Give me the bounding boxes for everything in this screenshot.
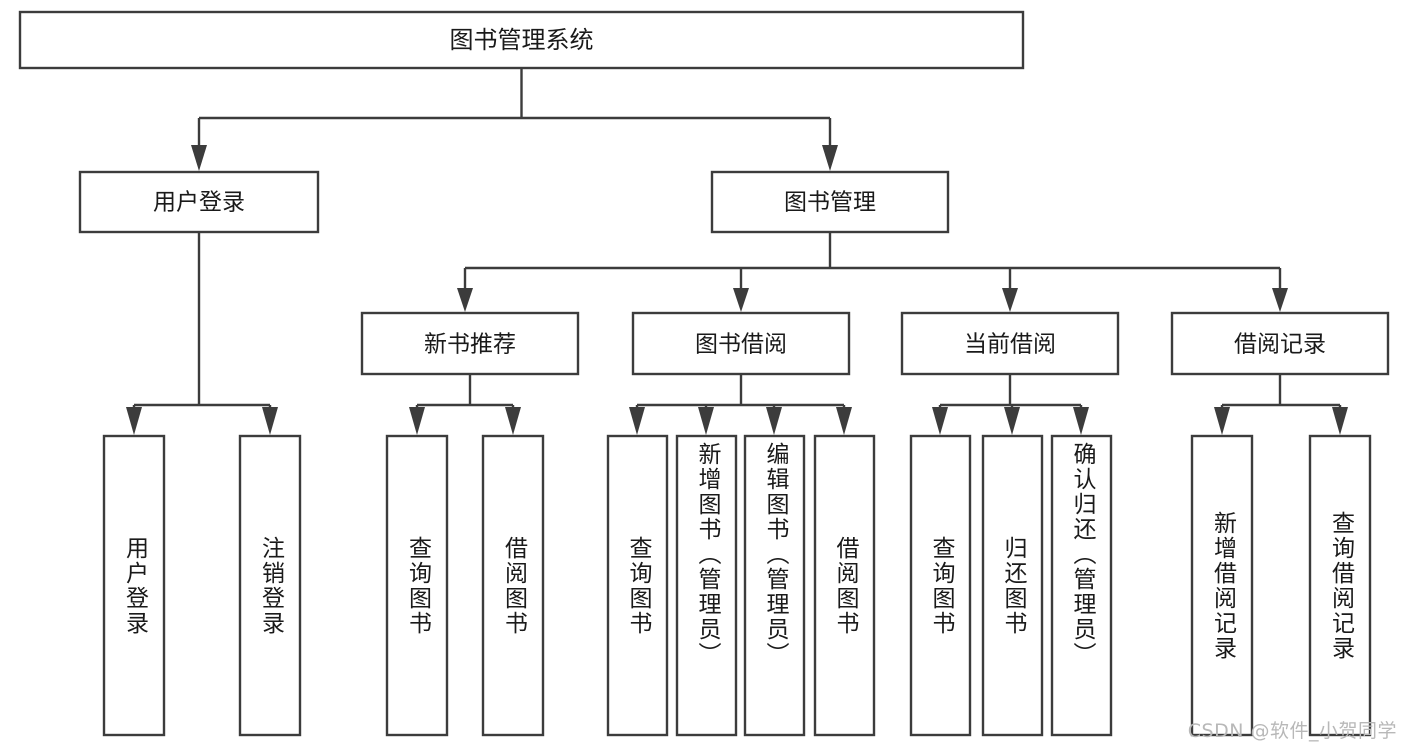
arrow-to-leaf-return-book: [1004, 407, 1020, 435]
arrow-to-book-management: [822, 145, 838, 171]
arrow-to-leaf-add-borrow-record: [1214, 407, 1230, 435]
arrow-to-user-login: [191, 145, 207, 171]
node-leaf-query-book-current[interactable]: [909, 434, 972, 737]
arrow-to-leaf-query-book-current: [932, 407, 948, 435]
node-leaf-query-book-borrow[interactable]: [606, 434, 669, 737]
arrow-to-leaf-user-login: [126, 407, 142, 435]
node-leaf-add-book[interactable]: [675, 434, 738, 737]
arrow-to-leaf-borrow-book-recommend: [505, 407, 521, 435]
node-book-management[interactable]: 图书管理: [710, 170, 950, 234]
node-leaf-query-book-recommend[interactable]: [385, 434, 449, 737]
node-root-label: 图书管理系统: [450, 26, 594, 54]
arrow-to-leaf-query-book-recommend: [409, 407, 425, 435]
node-leaf-borrow-book-recommend[interactable]: [481, 434, 545, 737]
csdn-watermark: CSDN @软件_小贺同学: [1187, 720, 1397, 742]
connector-root-to-level2: [191, 68, 838, 171]
connector-newbook-to-leaves: [409, 374, 521, 435]
node-leaf-confirm-return[interactable]: [1050, 434, 1113, 737]
node-new-book-recommend-label: 新书推荐: [424, 332, 516, 358]
arrow-to-leaf-add-book: [698, 407, 714, 435]
node-book-borrow[interactable]: 图书借阅: [631, 311, 851, 376]
arrow-to-leaf-logout: [262, 407, 278, 435]
arrow-to-leaf-confirm-return: [1073, 407, 1089, 435]
node-current-borrow-label: 当前借阅: [964, 332, 1056, 358]
arrow-to-leaf-edit-book: [766, 407, 782, 435]
node-leaf-return-book[interactable]: [981, 434, 1044, 737]
connector-bookborrow-to-leaves: [629, 374, 852, 435]
node-leaf-borrow-book[interactable]: [813, 434, 876, 737]
node-borrow-record-label: 借阅记录: [1234, 332, 1326, 358]
node-new-book-recommend[interactable]: 新书推荐: [360, 311, 580, 376]
node-book-management-label: 图书管理: [784, 190, 876, 216]
arrow-to-current-borrow: [1002, 288, 1018, 312]
connector-borrowrecord-to-leaves: [1214, 374, 1348, 435]
arrow-to-leaf-query-borrow-record: [1332, 407, 1348, 435]
node-user-login-label: 用户登录: [153, 190, 245, 216]
connector-currentborrow-to-leaves: [932, 374, 1089, 435]
node-leaf-add-borrow-record[interactable]: [1190, 434, 1254, 737]
node-leaf-query-borrow-record[interactable]: [1308, 434, 1372, 737]
node-leaf-logout[interactable]: [238, 434, 302, 737]
arrow-to-leaf-borrow-book: [836, 407, 852, 435]
node-current-borrow[interactable]: 当前借阅: [900, 311, 1120, 376]
node-leaf-user-login[interactable]: [102, 434, 166, 737]
node-borrow-record[interactable]: 借阅记录: [1170, 311, 1390, 376]
arrow-to-book-borrow: [733, 288, 749, 312]
node-leaf-edit-book[interactable]: [743, 434, 806, 737]
node-book-borrow-label: 图书借阅: [695, 332, 787, 358]
arrow-to-borrow-record: [1272, 288, 1288, 312]
arrow-to-new-book-recommend: [457, 288, 473, 312]
arrow-to-leaf-query-book-borrow: [629, 407, 645, 435]
node-user-login[interactable]: 用户登录: [78, 170, 320, 234]
connector-userlogin-to-leaves: [126, 232, 278, 435]
node-root[interactable]: 图书管理系统: [18, 10, 1025, 70]
connector-bookmgmt-to-level3: [457, 232, 1288, 312]
